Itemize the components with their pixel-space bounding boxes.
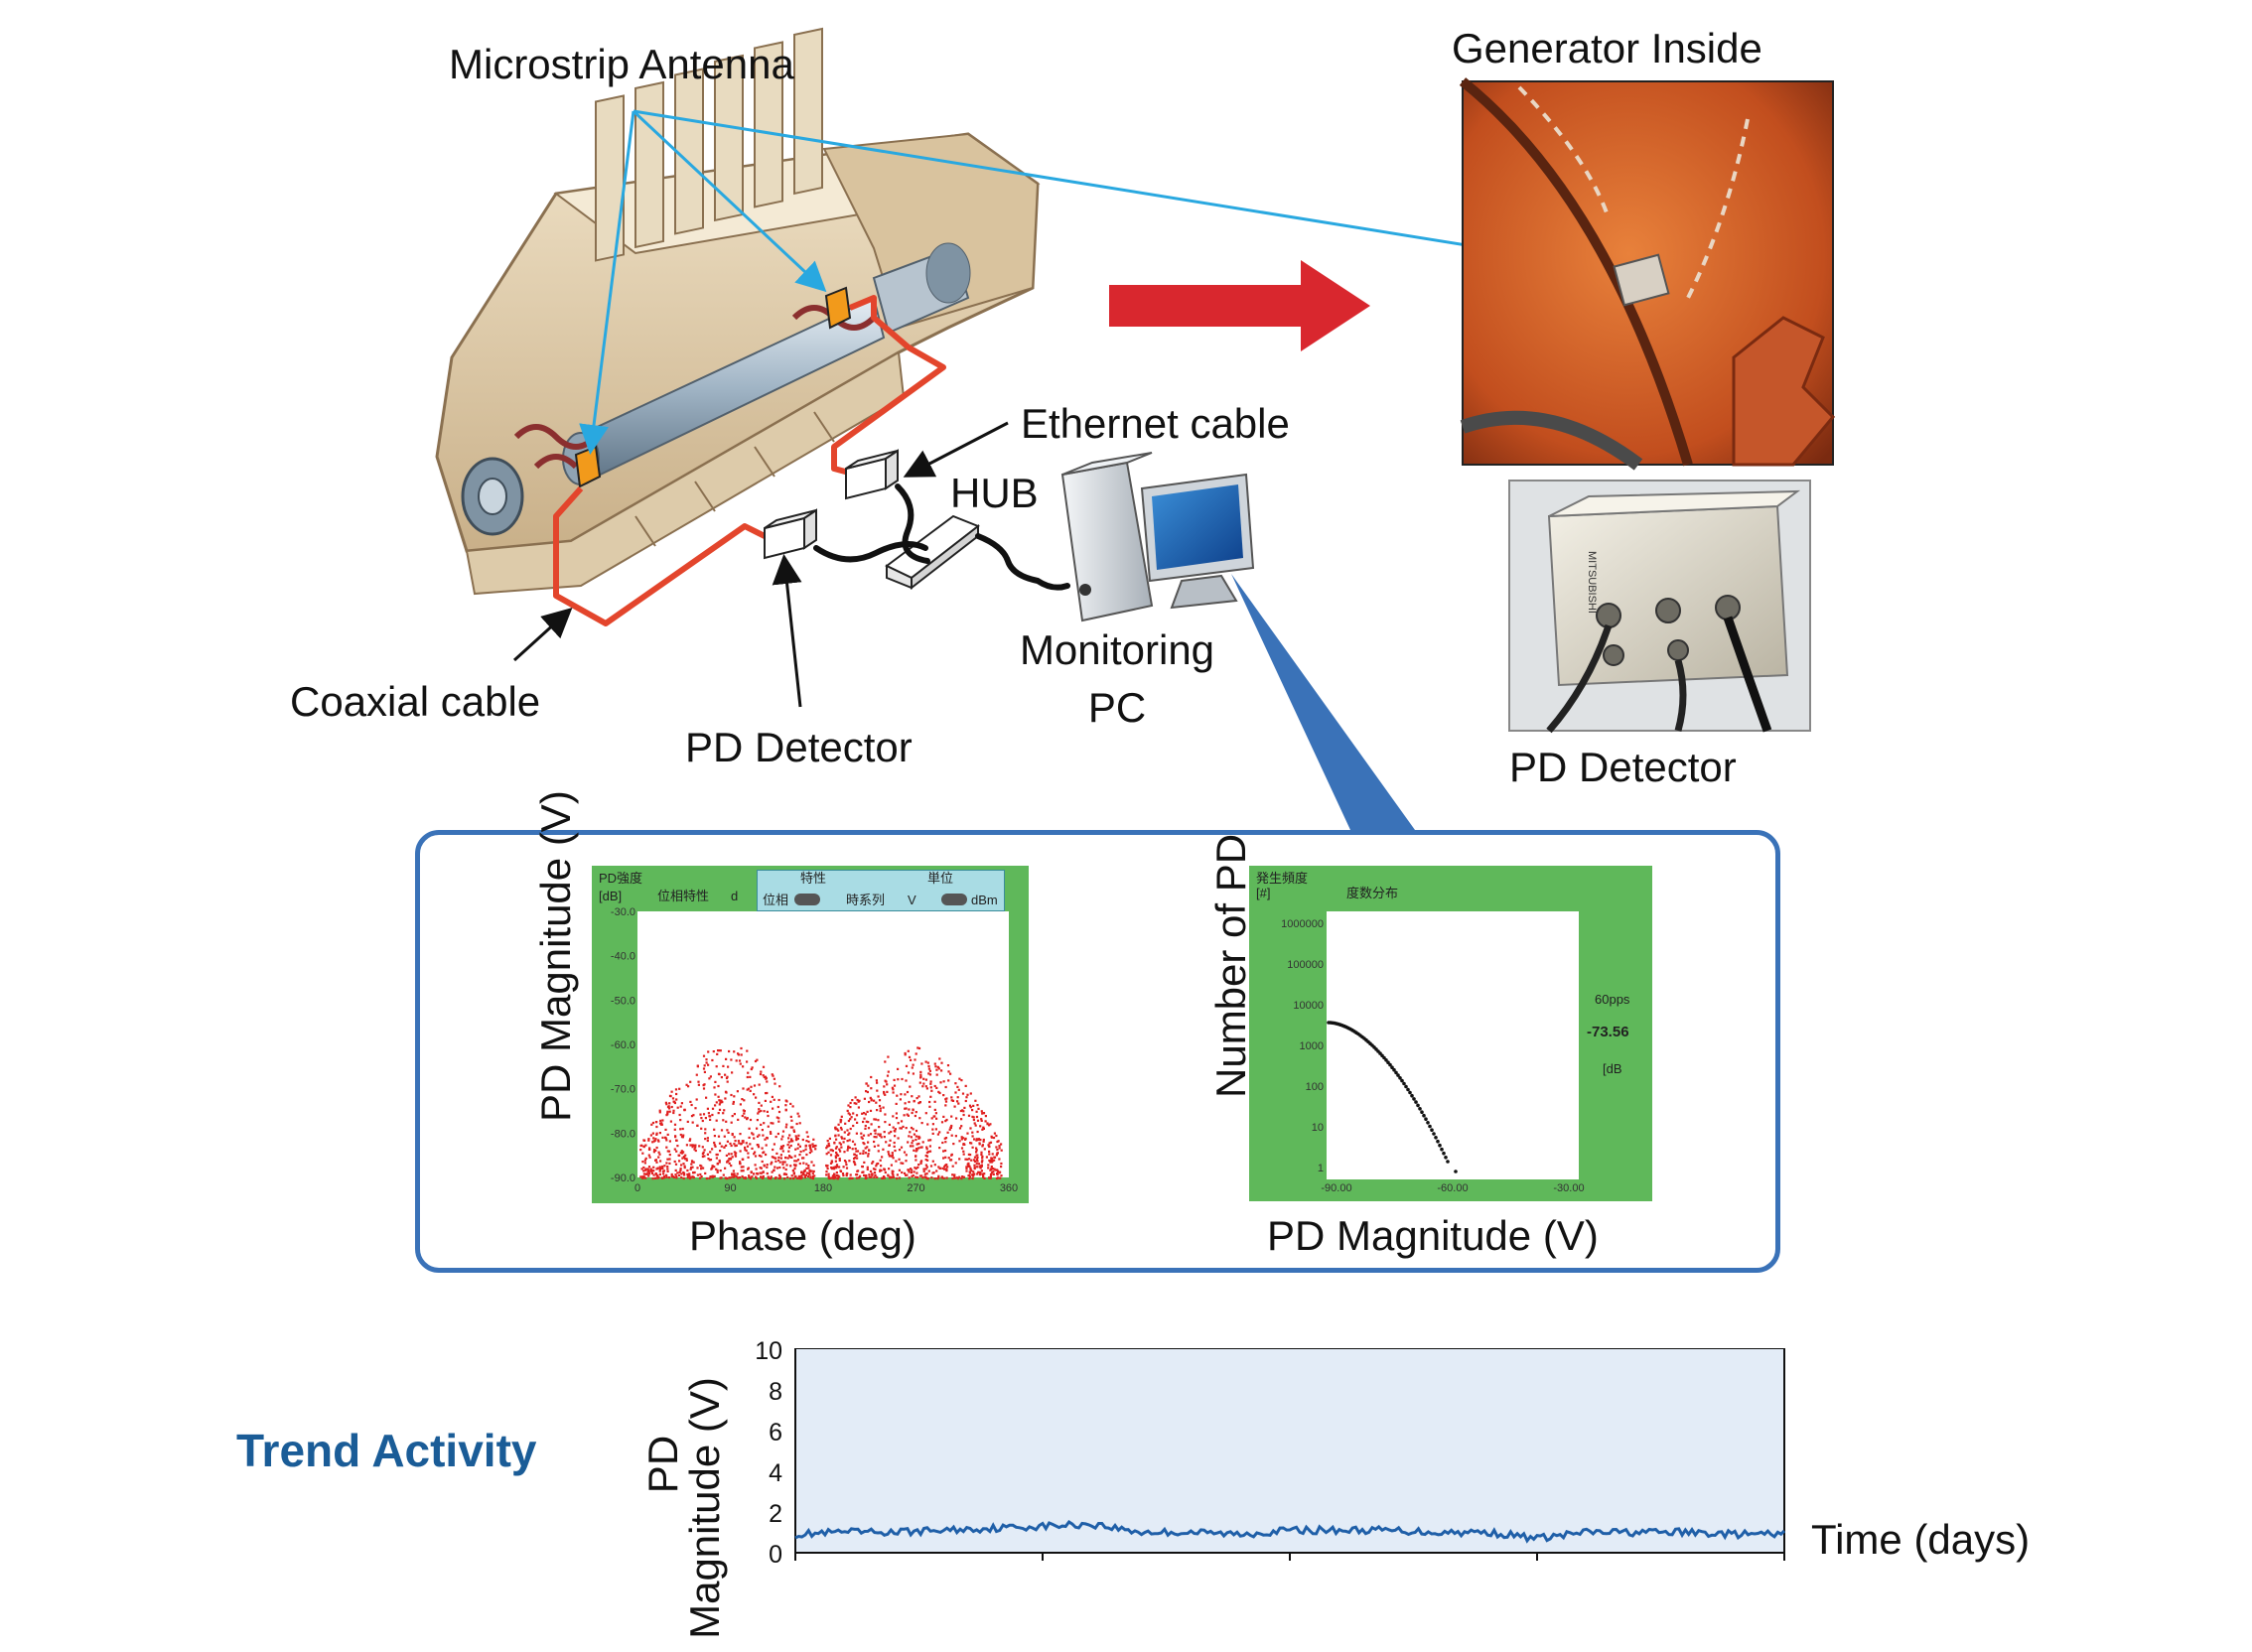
generator-inside-photo [1459,77,1836,471]
trend-ylabel-line2: Magnitude (V) [681,1377,728,1639]
monitoring-pc-label-1: Monitoring [1019,626,1215,673]
dist-plot-screen-unit: [#] [1256,886,1271,900]
dist-ytick: 1 [1318,1163,1324,1174]
trend-plot-area [794,1348,1785,1554]
dist-ytick: 1000 [1300,1040,1324,1052]
pd-detector-photo-label: PD Detector [1509,744,1737,790]
phase-plot-area [637,911,1009,1177]
pd-detector-label: PD Detector [685,724,913,770]
dist-plot-side-pps: 60pps [1595,992,1630,1007]
dist-ytick: 10 [1312,1122,1324,1134]
toggle-timeseries-option[interactable]: 時系列 [846,893,886,907]
dist-ytick: 100 [1306,1081,1324,1093]
phase-plot-header-d: d [731,889,739,903]
ethernet-cable-label: Ethernet cable [1021,400,1290,447]
trend-ylabel-line1: PD [639,1435,686,1494]
dist-xtick: -90.00 [1321,1182,1351,1194]
microstrip-antenna-label: Microstrip Antenna [449,41,794,87]
hub-icon [885,514,980,591]
phase-ytick: -30.0 [611,906,635,918]
distribution-plot: 1000000 100000 10000 1000 100 10 1 -90.00 -60.00… [1281,911,1585,1194]
trend-ytick: 0 [769,1541,782,1569]
toggle-unit-label: 単位 [927,871,954,886]
dist-xtick: -60.00 [1437,1182,1468,1194]
ethernet-cables [813,483,1070,591]
phase-plot-header-text: 位相特性 [657,889,710,903]
dist-plot-side-unit: [dB [1603,1061,1622,1076]
red-arrow [1109,260,1370,351]
phase-plot-screen-unit: [dB] [599,889,623,903]
photo-brand-text: MITSUBISHI [1586,551,1598,614]
trend-activity-title: Trend Activity [236,1425,537,1476]
dist-plot-area [1327,911,1579,1179]
monitoring-pc-icon [1060,452,1255,622]
dist-plot-screen-ylabel: 発生頻度 [1256,871,1309,886]
dist-curve-points [1327,1021,1450,1164]
phase-scatter-plot: -30.0 -40.0 -50.0 -60.0 -70.0 -80.0 -90.00 90 18… [611,906,1018,1194]
trend-ytick: 2 [769,1500,782,1528]
coaxial-cable-label: Coaxial cable [290,678,541,725]
trend-ytick: 4 [769,1459,782,1487]
left-plot-ylabel: PD Magnitude (V) [532,790,579,1122]
antenna-callout-arrows [579,109,1615,455]
trend-ytick: 8 [769,1378,782,1406]
ethernet-box-icon [845,449,899,500]
system-diagram: MITSUBISHI [435,27,1836,830]
right-plot-ylabel: Number of PD [1207,833,1254,1098]
phase-xtick: 270 [907,1182,924,1194]
toggle-phase-option[interactable]: 位相 [763,893,789,907]
trend-ytick: 6 [769,1419,782,1446]
phase-plot-screen-ylabel: PD強度 [599,871,643,886]
trend-chart [794,1348,1786,1561]
callout-arrows [512,421,1009,708]
toggle-switch-1[interactable] [794,894,820,905]
hub-label: HUB [950,470,1039,516]
trend-ytick: 10 [755,1337,782,1365]
trend-xlabel: Time (days) [1811,1516,2031,1563]
dist-ytick: 10000 [1293,1000,1324,1012]
coaxial-cable-line-2 [831,295,946,480]
dist-ytick: 100000 [1287,959,1324,971]
phase-ytick: -50.0 [611,995,635,1007]
phase-ytick: -70.0 [611,1084,635,1096]
dist-ytick: 1000000 [1281,918,1324,930]
toggle-switch-2[interactable] [941,894,967,905]
generator-illustration [435,27,1041,596]
trend-line [794,1519,1786,1544]
phase-ytick: -80.0 [611,1128,635,1140]
toggle-characteristic-label: 特性 [800,871,827,886]
screen-zoom-callout [1231,574,1415,830]
toggle-v-option[interactable]: V [908,893,916,907]
phase-scatter-points [639,1046,1003,1180]
phase-xtick: 180 [814,1182,832,1194]
pd-detector-photo: MITSUBISHI [1508,480,1811,734]
monitoring-pc-label-2: PC [1087,684,1147,731]
left-plot-xlabel: Phase (deg) [689,1212,916,1259]
phase-ytick: -60.0 [611,1039,635,1051]
toggle-dbm-option[interactable]: dBm [971,893,998,907]
generator-inside-label: Generator Inside [1452,25,1762,71]
dist-plot-header-text: 度数分布 [1346,886,1399,900]
phase-xtick: 0 [634,1182,640,1194]
monitoring-screen-panel [415,830,1780,1273]
phase-ytick: -90.0 [611,1172,635,1184]
phase-xtick: 360 [1000,1182,1018,1194]
right-plot-xlabel: PD Magnitude (V) [1267,1212,1599,1259]
pd-detector-box-icon [764,508,817,560]
dist-plot-side-value: -73.56 [1587,1024,1629,1040]
dist-xtick: -30.00 [1553,1182,1584,1194]
dist-outlier-point [1454,1170,1458,1173]
phase-ytick: -40.0 [611,951,635,963]
microstrip-antenna-icon [574,286,852,488]
phase-xtick: 90 [724,1182,736,1194]
